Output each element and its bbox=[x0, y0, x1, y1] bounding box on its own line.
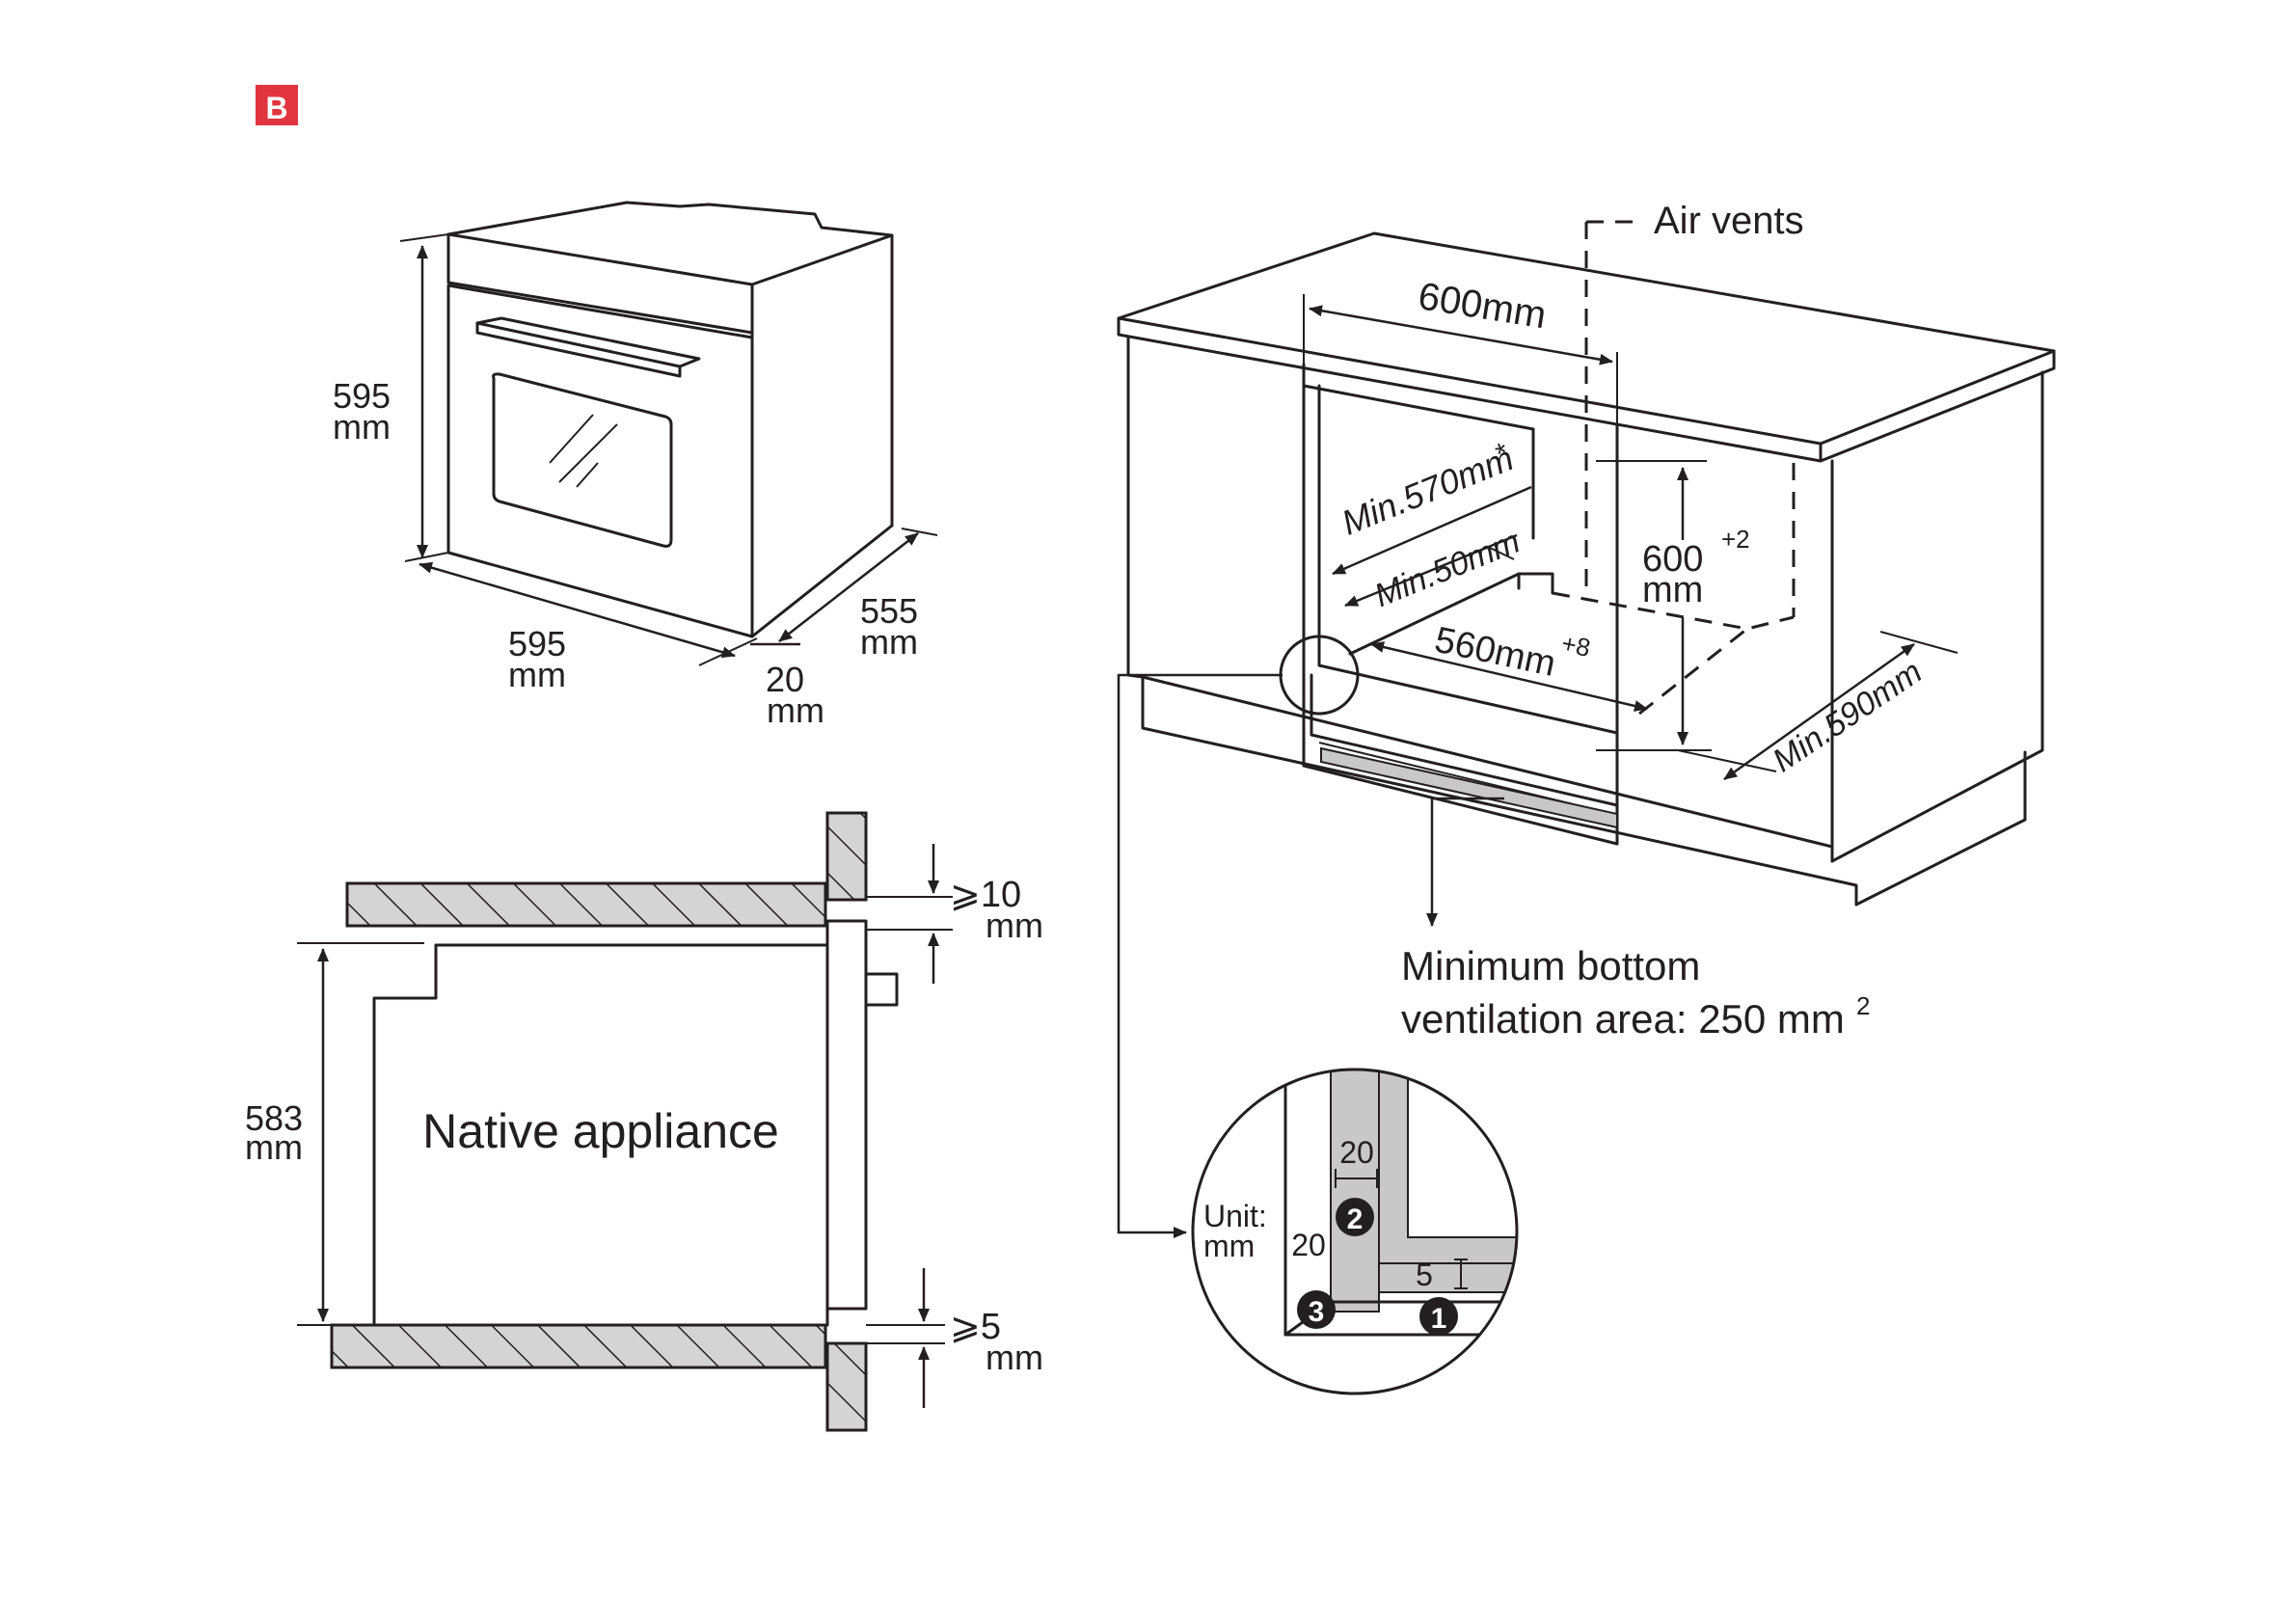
oven-front-value: 20 bbox=[766, 660, 804, 699]
oven-front-unit: mm bbox=[767, 690, 824, 730]
min-outer-depth-label: Min.590mm bbox=[1767, 653, 1929, 779]
cabinet-drawing bbox=[1117, 220, 2056, 907]
top-gap-unit: mm bbox=[986, 906, 1043, 945]
detail-unit-line1: Unit: bbox=[1203, 1199, 1267, 1233]
appliance-label: Native appliance bbox=[422, 1104, 779, 1158]
detail-unit-line2: mm bbox=[1203, 1229, 1255, 1263]
oven-width-value: 595 bbox=[508, 624, 566, 663]
min-gap-label: Min.50mm bbox=[1369, 523, 1525, 614]
air-vents-label: Air vents bbox=[1654, 200, 1804, 242]
min-depth-label: Min.570mm bbox=[1336, 438, 1519, 542]
detail-dim-5: 5 bbox=[1416, 1258, 1433, 1292]
inner-width-label: 560mm bbox=[1431, 620, 1559, 685]
detail-callout-3: 3 bbox=[1309, 1296, 1325, 1328]
bottom-gap-unit: mm bbox=[986, 1338, 1043, 1377]
detail-view bbox=[1191, 1068, 1519, 1395]
detail-callout-1: 1 bbox=[1431, 1303, 1447, 1335]
cabinet-dimensions bbox=[1117, 294, 1958, 1238]
oven-width-unit: mm bbox=[508, 655, 566, 694]
detail-callout-2: 2 bbox=[1347, 1204, 1364, 1235]
detail-dim-20-side: 20 bbox=[1291, 1228, 1326, 1262]
inner-width-tol: +8 bbox=[1559, 629, 1593, 663]
cabinet-height-value: 600 bbox=[1642, 539, 1703, 580]
badge-label: B bbox=[265, 91, 287, 125]
oven-drawing bbox=[446, 201, 894, 638]
section-height-value: 583 bbox=[245, 1098, 303, 1138]
section-badge: B bbox=[256, 85, 298, 125]
oven-height-unit: mm bbox=[333, 407, 391, 447]
ventilation-line2: ventilation area: 250 mm bbox=[1401, 996, 1845, 1042]
oven-dimensions bbox=[399, 233, 938, 666]
bottom-gap-value: ⩾5 bbox=[950, 1307, 1001, 1347]
cabinet-height-tol: +2 bbox=[1721, 525, 1750, 554]
ventilation-sup: 2 bbox=[1856, 991, 1870, 1020]
ventilation-line1: Minimum bottom bbox=[1401, 943, 1700, 988]
oven-depth-unit: mm bbox=[860, 622, 918, 662]
cabinet-width-label: 600mm bbox=[1416, 275, 1550, 337]
oven-height-value: 595 bbox=[333, 376, 391, 416]
cabinet-height-unit: mm bbox=[1642, 570, 1703, 610]
oven-depth-value: 555 bbox=[860, 591, 918, 631]
detail-dim-20-top: 20 bbox=[1339, 1135, 1374, 1170]
section-height-unit: mm bbox=[245, 1127, 303, 1167]
section-view bbox=[297, 811, 953, 1432]
top-gap-value: ⩾10 bbox=[950, 875, 1021, 915]
